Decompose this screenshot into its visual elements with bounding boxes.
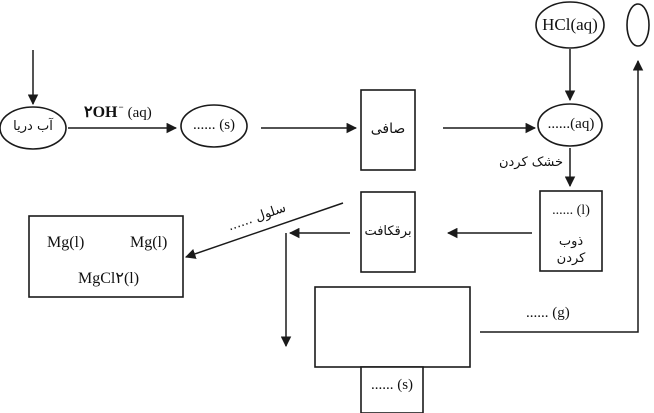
gas-output-label: ...... (g) (526, 305, 570, 321)
electrolysis-cell-box (28, 215, 184, 298)
hydroxide-charge: − (118, 102, 124, 112)
sea-water-label: آب دریا (13, 119, 53, 134)
arrow-gas-recycle (480, 59, 644, 333)
solid-output-label: ...... (s) (370, 377, 414, 393)
recycle-node (626, 3, 650, 47)
solid-output-box (360, 366, 424, 413)
arrow-to-electrolysis-cell (185, 202, 344, 259)
cell-magnesium-chloride: MgCl۲(l) (78, 270, 140, 287)
solution-label: ......(aq) (547, 116, 595, 132)
furnace-box (314, 286, 471, 368)
hydroxide-formula: OH (92, 104, 118, 121)
evaporator-label: برقکافت (364, 224, 412, 239)
cell-magnesium-left: Mg(l) (47, 234, 85, 251)
melt-box-product-label: ...... (l) (552, 203, 590, 218)
melt-box (539, 190, 603, 272)
filter-box (360, 89, 416, 171)
solution-node (537, 103, 603, 147)
hcl-label: HCl(aq) (542, 15, 598, 34)
precipitate-node (180, 104, 248, 148)
cell-magnesium-right: Mg(l) (130, 234, 168, 251)
hydroxide-reagent-label: ۲OH− (aq) (84, 102, 152, 122)
hydroxide-coefficient: ۲ (84, 104, 93, 121)
sea-water-node (0, 106, 67, 150)
drying-label: خشک کردن (498, 155, 564, 170)
melt-box-process-label: ذوب کردن (556, 234, 586, 266)
evaporator-box (360, 191, 416, 273)
hydroxide-state: (aq) (127, 105, 152, 121)
precipitate-label: ...... (s) (192, 117, 236, 133)
filter-label: صافی (370, 121, 406, 137)
hcl-node (535, 1, 605, 49)
